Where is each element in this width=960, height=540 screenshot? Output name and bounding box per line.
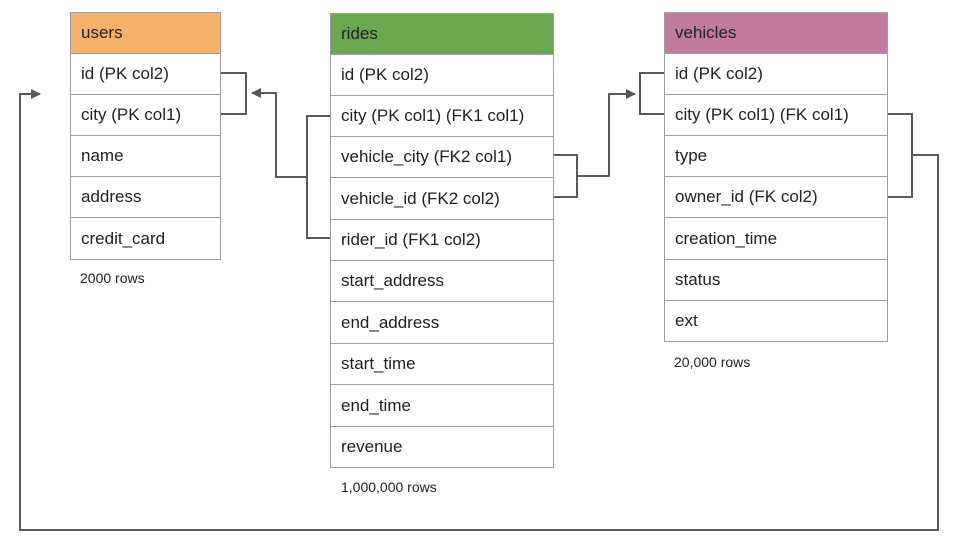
table-vehicles-row-count: 20,000 rows	[674, 354, 751, 370]
table-users-column: id (PK col2)	[70, 53, 221, 95]
table-rides-column: start_address	[330, 260, 554, 302]
table-rides-column: rider_id (FK1 col2)	[330, 219, 554, 261]
connector-rides-users-arrow	[251, 88, 307, 178]
table-users: users id (PK col2) city (PK col1) name a…	[70, 12, 221, 260]
table-rides: rides id (PK col2) city (PK col1) (FK1 c…	[330, 13, 554, 468]
table-vehicles: vehicles id (PK col2) city (PK col1) (FK…	[664, 12, 888, 342]
table-rides-column: id (PK col2)	[330, 54, 554, 96]
table-vehicles-column: type	[664, 135, 888, 177]
connector-rides-vehicles-arrow	[577, 89, 636, 177]
table-rides-column: city (PK col1) (FK1 col1)	[330, 95, 554, 137]
table-vehicles-header: vehicles	[664, 12, 888, 54]
table-vehicles-column: city (PK col1) (FK col1)	[664, 94, 888, 136]
table-vehicles-column: owner_id (FK col2)	[664, 176, 888, 218]
connector-rides-users	[306, 115, 331, 239]
table-users-row-count: 2000 rows	[80, 270, 145, 286]
connector-vehicles-users-arrow	[19, 89, 939, 531]
table-users-column: city (PK col1)	[70, 94, 221, 136]
table-rides-column: end_address	[330, 301, 554, 344]
table-rides-column: vehicle_id (FK2 col2)	[330, 177, 554, 220]
table-users-column: name	[70, 135, 221, 177]
table-rides-column: end_time	[330, 384, 554, 427]
table-users-header: users	[70, 12, 221, 54]
table-rides-row-count: 1,000,000 rows	[341, 479, 437, 495]
connector-vehicles-key-bracket	[639, 72, 665, 115]
table-vehicles-column: status	[664, 259, 888, 301]
table-vehicles-column: ext	[664, 300, 888, 342]
table-users-column: address	[70, 176, 221, 218]
table-vehicles-column: creation_time	[664, 217, 888, 260]
table-rides-header: rides	[330, 13, 554, 55]
table-vehicles-column: id (PK col2)	[664, 53, 888, 95]
table-rides-column: revenue	[330, 426, 554, 468]
table-users-column: credit_card	[70, 217, 221, 260]
table-rides-column: vehicle_city (FK2 col1)	[330, 136, 554, 178]
connector-users-key-bracket	[221, 72, 247, 115]
connector-rides-vehicles	[553, 154, 578, 198]
table-rides-column: start_time	[330, 343, 554, 385]
connector-vehicles-users	[888, 113, 913, 198]
